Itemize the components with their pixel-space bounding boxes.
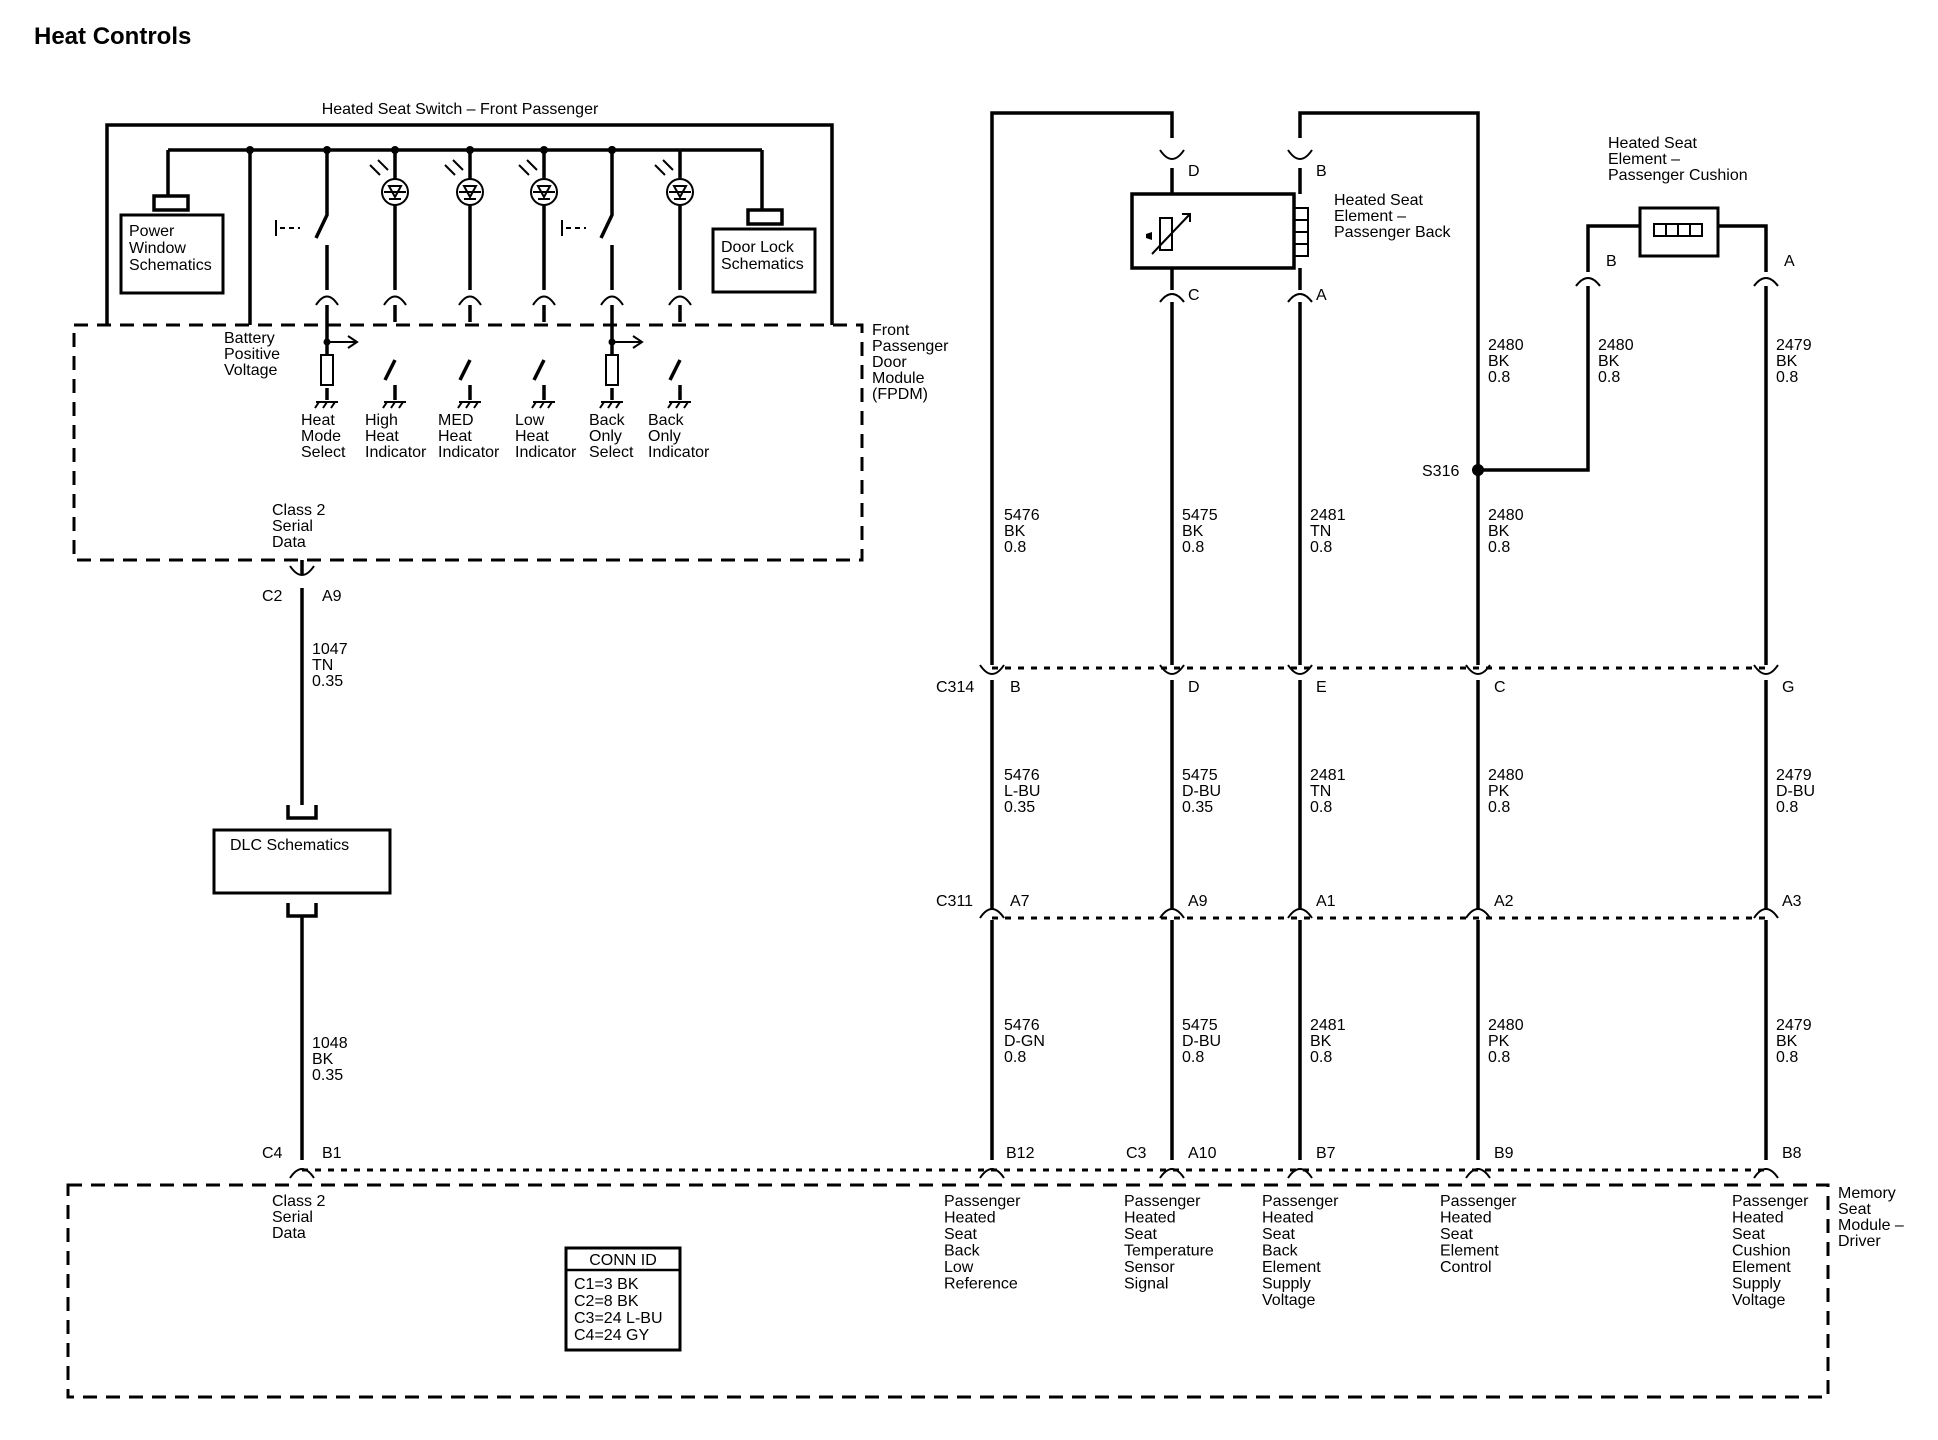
fpdm-module-box — [72, 323, 864, 562]
svg-text:A3: A3 — [1782, 893, 1802, 910]
svg-text:B7: B7 — [1316, 1145, 1336, 1162]
door-lock-label: Door Lock Schematics — [721, 239, 804, 273]
battery-positive-label: Battery Positive Voltage — [224, 330, 284, 379]
connector-c3-label: C3 — [1126, 1145, 1147, 1162]
svg-text:A9: A9 — [1188, 893, 1208, 910]
pin-a9-label: A9 — [322, 588, 342, 605]
svg-text:C: C — [1494, 679, 1506, 696]
heated-seat-cushion-element: Heated Seat Element – Passenger Cushion … — [1472, 135, 1795, 476]
switch-title: Heated Seat Switch – Front Passenger — [322, 101, 599, 118]
wire-1048-label: 1048 BK 0.35 — [312, 1035, 352, 1084]
svg-text:A7: A7 — [1010, 893, 1030, 910]
svg-text:G: G — [1782, 679, 1794, 696]
connector-c4-label: C4 — [262, 1145, 283, 1162]
connector-c2-label: C2 — [262, 588, 283, 605]
svg-text:B9: B9 — [1494, 1145, 1514, 1162]
heated-seat-back-element: D B C A Heated Seat Element – Passenger … — [990, 111, 1480, 665]
connector-c314: C314 B D E C G — [936, 664, 1794, 910]
connector-c311: C311 A7 A9 A1 A2 A3 — [936, 893, 1802, 1160]
svg-text:B: B — [1606, 253, 1617, 270]
fpdm-connectors — [315, 295, 692, 306]
pin-b1-label: B1 — [322, 1145, 342, 1162]
svg-text:B12: B12 — [1006, 1145, 1035, 1162]
dlc-schematics-box — [212, 828, 392, 895]
svg-text:A10: A10 — [1188, 1145, 1217, 1162]
fpdm-label: Front Passenger Door Module (FPDM) — [872, 322, 953, 403]
wire-1047-label: 1047 TN 0.35 — [312, 641, 352, 690]
cushion-element-label: Heated Seat Element – Passenger Cushion — [1608, 135, 1748, 184]
memory-seat-module-label: Memory Seat Module – Driver — [1838, 1185, 1908, 1250]
svg-text:C: C — [1188, 287, 1200, 304]
page-title: Heat Controls — [34, 23, 191, 50]
class2-label-bottom: Class 2 Serial Data — [272, 1193, 330, 1242]
back-element-label: Heated Seat Element – Passenger Back — [1334, 192, 1452, 241]
module-connectors: B12 C3 A10 B7 B9 B8 — [302, 1145, 1802, 1179]
heated-seat-switch: Heated Seat Switch – Front Passenger Pow… — [105, 101, 834, 379]
door-lock-box — [711, 227, 817, 294]
svg-text:B: B — [1316, 163, 1327, 180]
svg-text:B: B — [1010, 679, 1021, 696]
svg-text:A: A — [1316, 287, 1327, 304]
svg-text:E: E — [1316, 679, 1327, 696]
connector-c314-label: C314 — [936, 679, 974, 696]
svg-text:A: A — [1784, 253, 1795, 270]
fpdm-internal-circuits — [314, 305, 691, 409]
svg-text:CONN ID: CONN ID — [589, 1252, 657, 1269]
svg-text:A2: A2 — [1494, 893, 1514, 910]
svg-text:D: D — [1188, 679, 1200, 696]
power-window-box — [119, 213, 225, 295]
class2-label-top: Class 2 Serial Data — [272, 502, 330, 551]
power-window-label: Power Window Schematics — [129, 223, 212, 274]
dlc-schematics-label: DLC Schematics — [230, 837, 349, 854]
connector-c311-label: C311 — [936, 893, 973, 910]
svg-text:B8: B8 — [1782, 1145, 1802, 1162]
back-element-box — [1130, 192, 1296, 270]
splice-s316-label: S316 — [1422, 463, 1459, 480]
svg-text:A1: A1 — [1316, 893, 1336, 910]
svg-text:D: D — [1188, 163, 1200, 180]
class2-serial-circuit: C2 A9 1047 TN 0.35 DLC Schematics 1048 B… — [212, 560, 392, 1179]
memory-seat-module-box — [66, 1183, 1830, 1399]
